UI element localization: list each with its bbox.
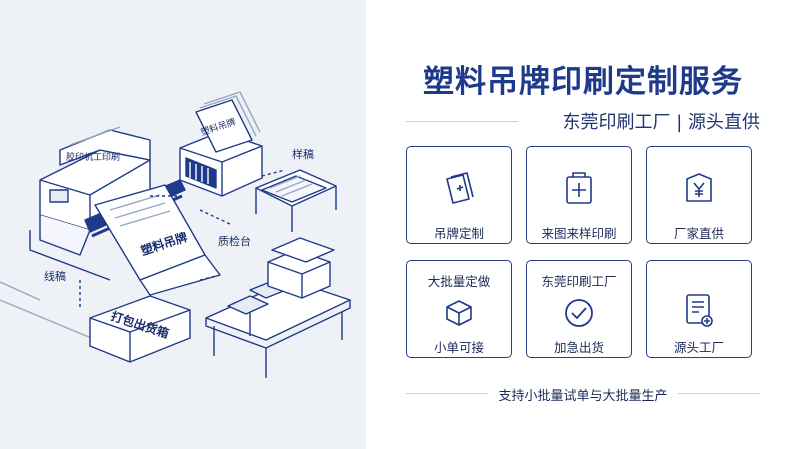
card-label: 来图来样印刷 <box>541 226 617 241</box>
document-icon <box>647 291 751 331</box>
card-rush-ship: 东莞印刷工厂 加急出货 <box>526 260 632 358</box>
card-label: 厂家直供 <box>673 226 724 241</box>
card-label: 小单可接 <box>433 340 484 355</box>
sample-label: 样稿 <box>292 148 314 161</box>
tags-icon <box>407 169 511 209</box>
draft-label: 线稿 <box>44 270 66 283</box>
card-bulk-order: 大批量定做 小单可接 <box>406 260 512 358</box>
card-top-label: 大批量定做 <box>427 274 491 289</box>
service-panel: 塑料吊牌印刷定制服务 东莞印刷工厂 | 源头直供 吊牌定制 来图来样印刷 <box>366 0 800 449</box>
footer-divider-left <box>406 393 488 394</box>
yen-shield-icon <box>647 169 751 209</box>
factory-illustration: 胶印机工印刷 塑料吊牌 样稿 塑料吊牌 质检台 线稿 打包出货箱 <box>0 0 366 449</box>
card-label: 源头工厂 <box>673 340 724 355</box>
subtitle-divider <box>406 121 518 122</box>
page-subtitle: 东莞印刷工厂 | 源头直供 <box>562 112 760 133</box>
card-label: 吊牌定制 <box>433 226 484 241</box>
printer-label: 胶印机工印刷 <box>66 153 121 163</box>
page-title: 塑料吊牌印刷定制服务 <box>423 64 743 100</box>
factory-isometric-drawing <box>0 91 351 378</box>
card-source-factory: 源头工厂 <box>646 260 752 358</box>
card-top-label: 东莞印刷工厂 <box>541 274 617 289</box>
inspect-label: 质检台 <box>218 235 251 248</box>
footer-divider-right <box>678 393 760 394</box>
card-label: 加急出货 <box>553 340 604 355</box>
card-factory-direct: 厂家直供 <box>646 146 752 244</box>
footer-text: 支持小批量试单与大批量生产 <box>498 389 668 404</box>
card-tag-custom: 吊牌定制 <box>406 146 512 244</box>
check-circle-icon <box>527 295 631 331</box>
box-icon <box>407 295 511 331</box>
clipboard-plus-icon <box>527 169 631 209</box>
card-sample-print: 来图来样印刷 <box>526 146 632 244</box>
